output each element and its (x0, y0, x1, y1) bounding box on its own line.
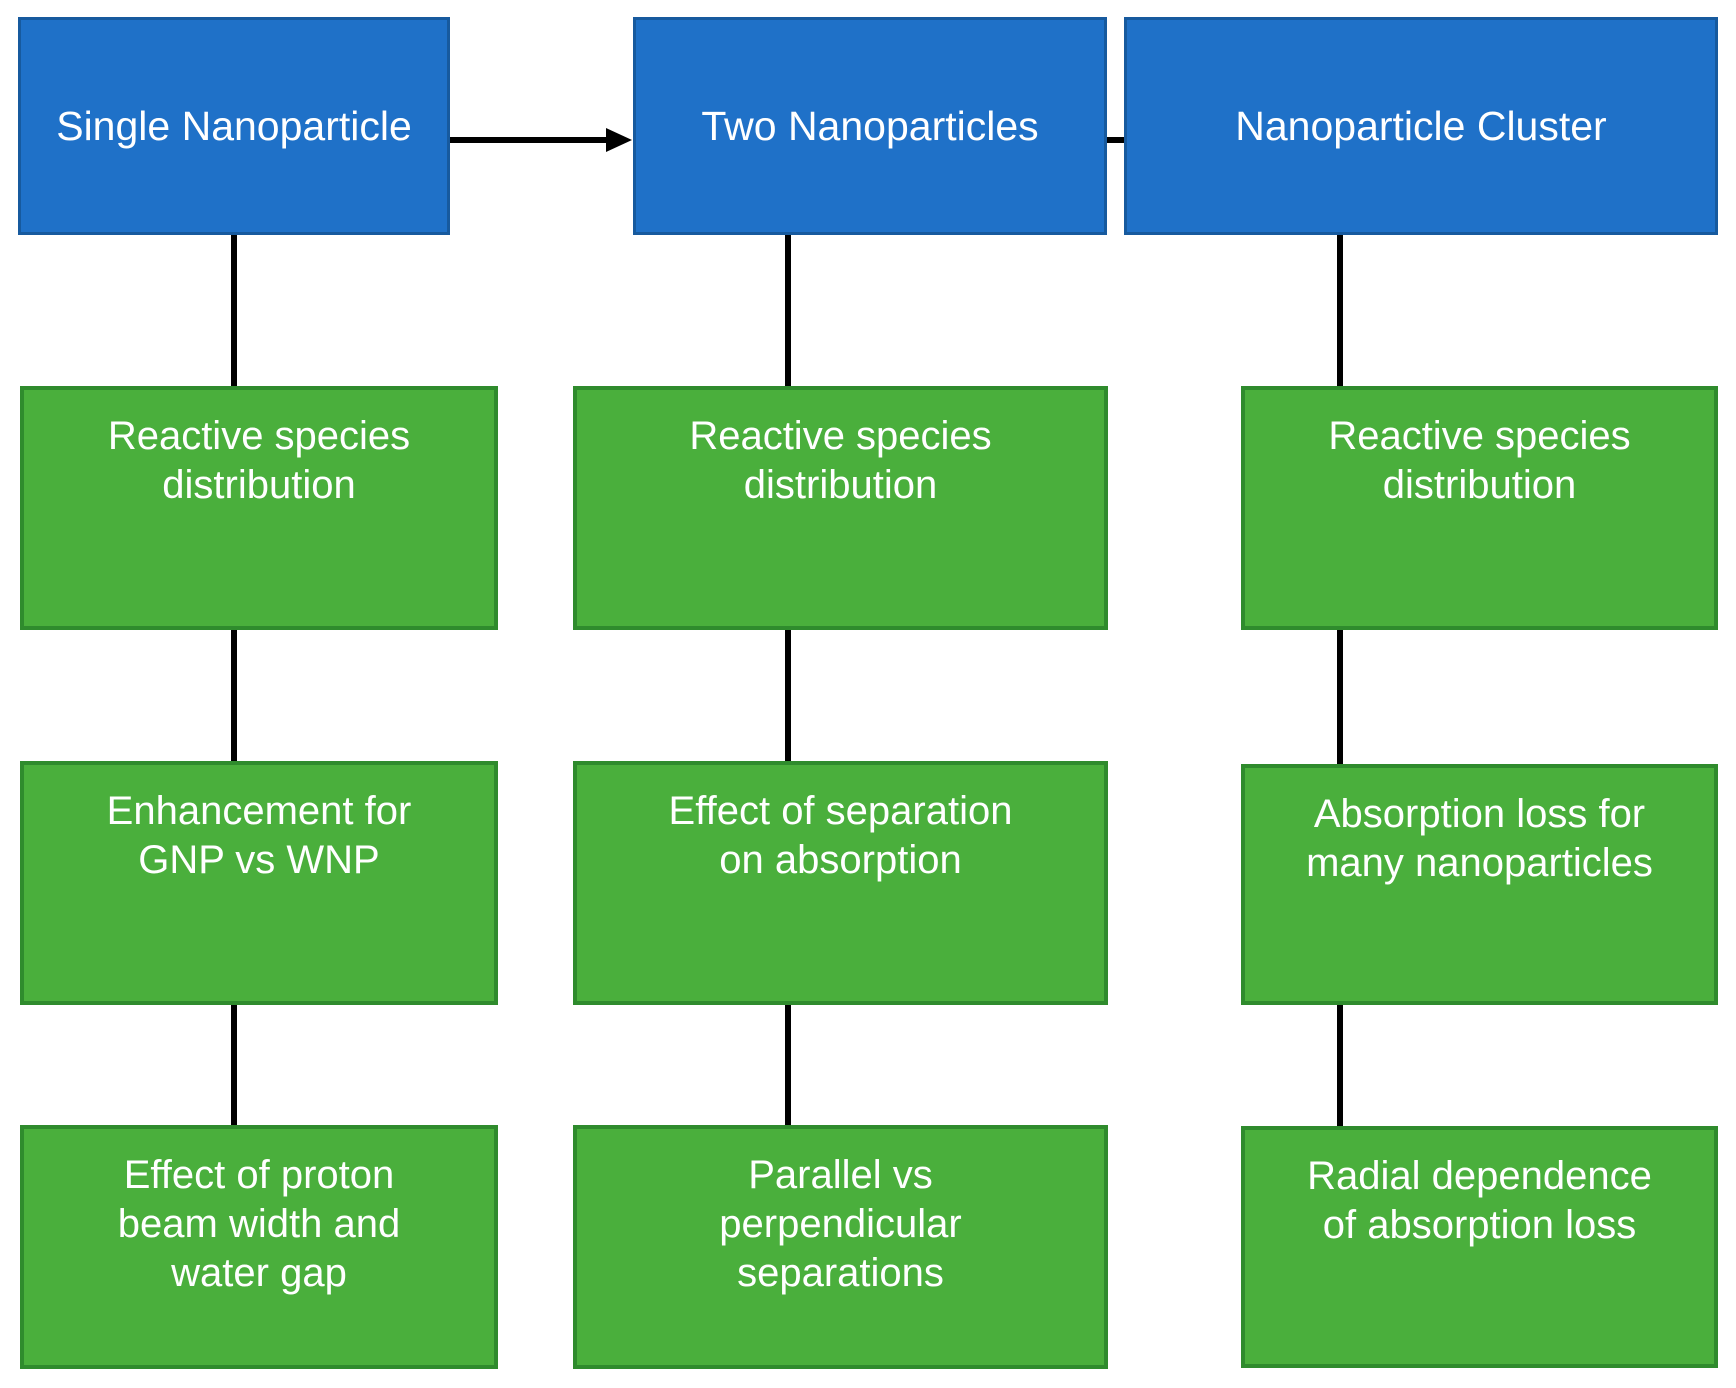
step-box-col1-reactive-species-distribution[interactable]: Reactive species distribution (20, 386, 498, 630)
arrow-shaft (450, 137, 608, 143)
connector-col2-step2-to-step3 (785, 1003, 791, 1127)
header-label: Single Nanoparticle (56, 102, 412, 149)
header-box-nanoparticle-cluster[interactable]: Nanoparticle Cluster (1124, 17, 1718, 235)
step-label: Enhancement for GNP vs WNP (106, 789, 412, 882)
step-box-col2-reactive-species-distribution[interactable]: Reactive species distribution (573, 386, 1108, 630)
step-box-col2-parallel-vs-perpendicular-separations[interactable]: Parallel vs perpendicular separations (573, 1125, 1108, 1369)
arrow-head-icon (606, 128, 632, 152)
connector-col1-step1-to-step2 (231, 628, 237, 763)
header-box-single-nanoparticle[interactable]: Single Nanoparticle (18, 17, 450, 235)
connector-col1-step2-to-step3 (231, 1003, 237, 1127)
step-label: Effect of separation on absorption (668, 789, 1013, 882)
step-box-col1-proton-beam-width-water-gap[interactable]: Effect of proton beam width and water ga… (20, 1125, 498, 1369)
connector-col3-step2-to-step3 (1337, 1003, 1343, 1127)
step-label: Reactive species distribution (689, 414, 992, 507)
step-label: Effect of proton beam width and water ga… (117, 1153, 401, 1295)
connector-col3-header-to-step1 (1337, 233, 1343, 388)
connector-col3-step1-to-step2 (1337, 628, 1343, 765)
step-box-col3-absorption-loss-many-nanoparticles[interactable]: Absorption loss for many nanoparticles (1241, 764, 1718, 1005)
step-box-col3-radial-dependence-absorption-loss[interactable]: Radial dependence of absorption loss (1241, 1126, 1718, 1368)
step-box-col1-enhancement-gnp-vs-wnp[interactable]: Enhancement for GNP vs WNP (20, 761, 498, 1005)
step-box-col2-effect-of-separation-on-absorption[interactable]: Effect of separation on absorption (573, 761, 1108, 1005)
step-label: Parallel vs perpendicular separations (719, 1153, 962, 1295)
step-label: Reactive species distribution (107, 414, 411, 507)
connector-col2-step1-to-step2 (785, 628, 791, 763)
connector-col2-header-to-step1 (785, 233, 791, 388)
step-box-col3-reactive-species-distribution[interactable]: Reactive species distribution (1241, 386, 1718, 630)
header-label: Two Nanoparticles (701, 102, 1039, 149)
header-box-two-nanoparticles[interactable]: Two Nanoparticles (633, 17, 1107, 235)
connector-col1-header-to-step1 (231, 233, 237, 388)
step-label: Reactive species distribution (1328, 414, 1631, 507)
arrow-single-to-two (450, 128, 632, 152)
step-label: Absorption loss for many nanoparticles (1306, 792, 1653, 885)
step-label: Radial dependence of absorption loss (1307, 1154, 1652, 1247)
header-label: Nanoparticle Cluster (1235, 102, 1607, 149)
